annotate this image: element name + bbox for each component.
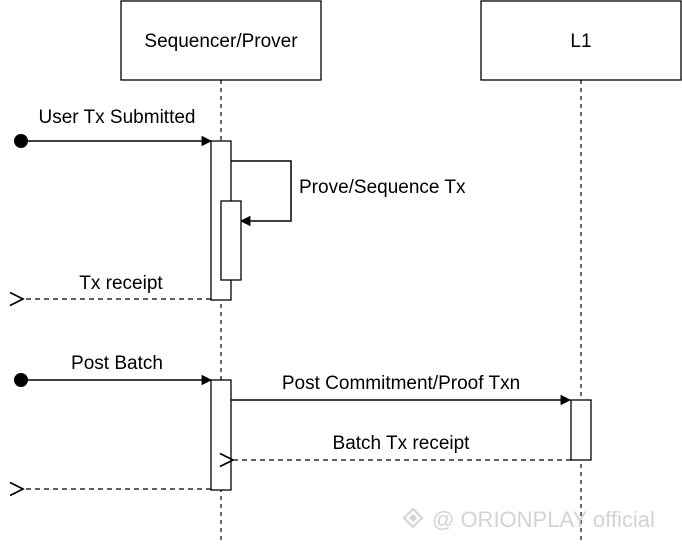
message-post-commitment: Post Commitment/Proof Txn	[231, 373, 572, 406]
participant-l1: L1	[480, 0, 682, 81]
message-user-tx-submitted-label: User Tx Submitted	[39, 107, 196, 128]
message-batch-tx-receipt: Batch Tx receipt	[233, 433, 571, 460]
message-prove-sequence-tx-label: Prove/Sequence Tx	[299, 177, 466, 198]
participant-sequencer: Sequencer/Prover	[120, 0, 322, 81]
activation-bar-sequencer-2	[210, 379, 232, 491]
activation-bar-self-call	[220, 200, 242, 281]
message-prove-sequence-tx: Prove/Sequence Tx	[231, 160, 466, 227]
watermark-text: @ ORIONPLAY official	[432, 507, 655, 532]
message-tx-receipt: Tx receipt	[23, 273, 211, 299]
activation-bar-l1	[570, 399, 592, 461]
participant-sequencer-label: Sequencer/Prover	[144, 31, 298, 52]
message-post-commitment-label: Post Commitment/Proof Txn	[282, 373, 520, 394]
message-post-batch: Post Batch	[14, 353, 213, 387]
message-user-tx-submitted: User Tx Submitted	[14, 107, 213, 148]
watermark: @ ORIONPLAY official	[402, 507, 655, 532]
participant-l1-label: L1	[570, 31, 591, 52]
watermark-logo-icon	[402, 507, 424, 529]
message-batch-tx-receipt-label: Batch Tx receipt	[333, 433, 471, 454]
message-tx-receipt-label: Tx receipt	[79, 273, 163, 294]
message-post-batch-label: Post Batch	[71, 353, 163, 374]
